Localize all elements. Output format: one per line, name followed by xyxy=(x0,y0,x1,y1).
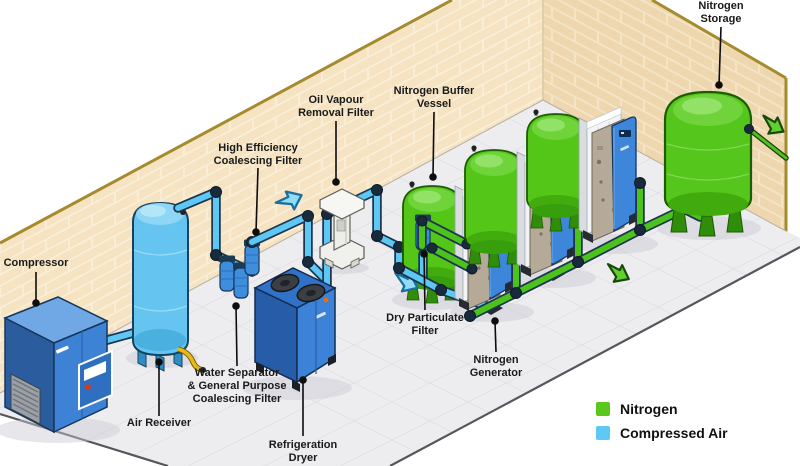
label-nitrogen-generator: Nitrogen Generator xyxy=(469,354,523,379)
label-nitrogen-storage: Nitrogen Storage xyxy=(698,0,744,25)
label-oil-vapour-filter: Oil Vapour Removal Filter xyxy=(298,94,374,119)
air-receiver-tank xyxy=(132,201,206,373)
leader-lines xyxy=(32,26,723,436)
label-high-efficiency-filter: High Efficiency Coalescing Filter xyxy=(213,142,303,167)
compressed-air-color-swatch xyxy=(596,426,610,440)
nitrogen-buffer-vessel-2 xyxy=(464,144,524,268)
label-refrigeration-dryer: Refrigeration Dryer xyxy=(268,439,338,464)
refrigeration-dryer xyxy=(253,267,337,392)
legend-item-compressed-air: Compressed Air xyxy=(596,425,728,441)
legend-item-nitrogen: Nitrogen xyxy=(596,401,728,417)
nitrogen-outlet-pipe xyxy=(744,124,789,161)
water-separator-filter-1 xyxy=(218,254,236,292)
legend-label: Nitrogen xyxy=(620,401,678,417)
oil-vapour-removal-filter xyxy=(319,188,365,270)
label-water-separator: Water Separator & General Purpose Coales… xyxy=(187,367,287,405)
label-dry-particulate-filter: Dry Particulate Filter xyxy=(386,312,464,337)
label-compressor: Compressor xyxy=(3,257,69,269)
compressor xyxy=(3,296,113,434)
compressed-air-piping xyxy=(99,328,138,346)
nitrogen-storage-tank xyxy=(663,90,753,237)
label-air-receiver: Air Receiver xyxy=(126,417,192,429)
legend-label: Compressed Air xyxy=(620,425,728,441)
nitrogen-color-swatch xyxy=(596,402,610,416)
label-nitrogen-buffer-vessel: Nitrogen Buffer Vessel xyxy=(393,85,475,110)
legend: Nitrogen Compressed Air xyxy=(596,401,728,441)
nitrogen-buffer-vessel-3 xyxy=(526,108,586,232)
nitrogen-riser-3 xyxy=(634,177,646,235)
nitrogen-piping-vessel1 xyxy=(416,215,478,275)
